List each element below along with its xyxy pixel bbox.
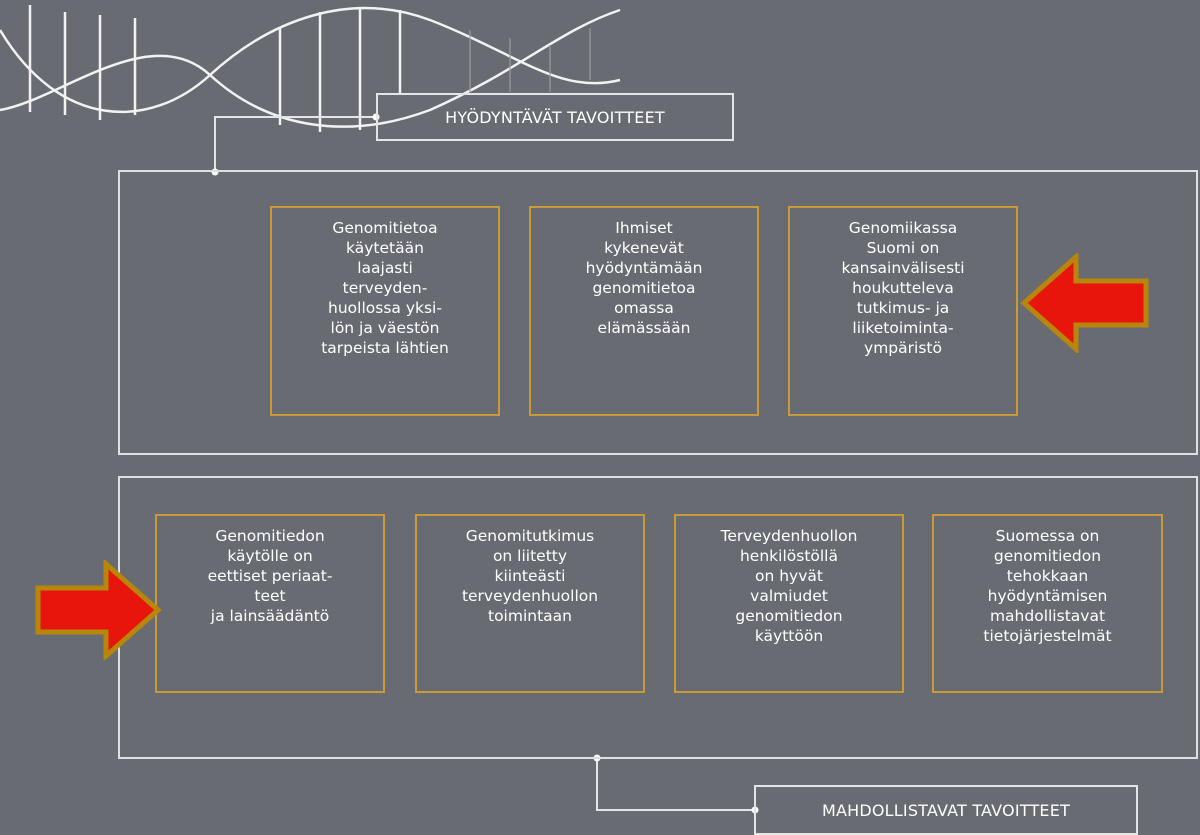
connector-top [211,113,380,176]
label-hyodyntavat: HYÖDYNTÄVÄT TAVOITTEET [376,93,734,141]
connector-bottom [593,754,759,814]
arrow-right-icon [35,560,162,660]
label-hyodyntavat-text: HYÖDYNTÄVÄT TAVOITTEET [445,107,665,127]
panel-top-goals [118,170,1198,455]
goal-bottom-1: Genomitiedon käytölle on eettiset periaa… [155,514,385,693]
goal-bottom-4: Suomessa on genomitiedon tehokkaan hyödy… [932,514,1163,693]
goal-bottom-3: Terveydenhuollon henkilöstöllä on hyvät … [674,514,904,693]
dna-helix-icon [0,5,621,132]
goal-top-1: Genomitietoa käytetään laajasti terveyde… [270,206,500,416]
goal-top-3: Genomiikassa Suomi on kansainvälisesti h… [788,206,1018,416]
label-mahdollistavat: MAHDOLLISTAVAT TAVOITTEET [754,785,1138,835]
label-mahdollistavat-text: MAHDOLLISTAVAT TAVOITTEET [821,800,1071,820]
dna-helix-fade [469,28,591,92]
arrow-left-icon [1020,253,1149,353]
goal-bottom-2: Genomitutkimus on liitetty kiinteästi te… [415,514,645,693]
goal-top-2: Ihmiset kykenevät hyödyntämään genomitie… [529,206,759,416]
